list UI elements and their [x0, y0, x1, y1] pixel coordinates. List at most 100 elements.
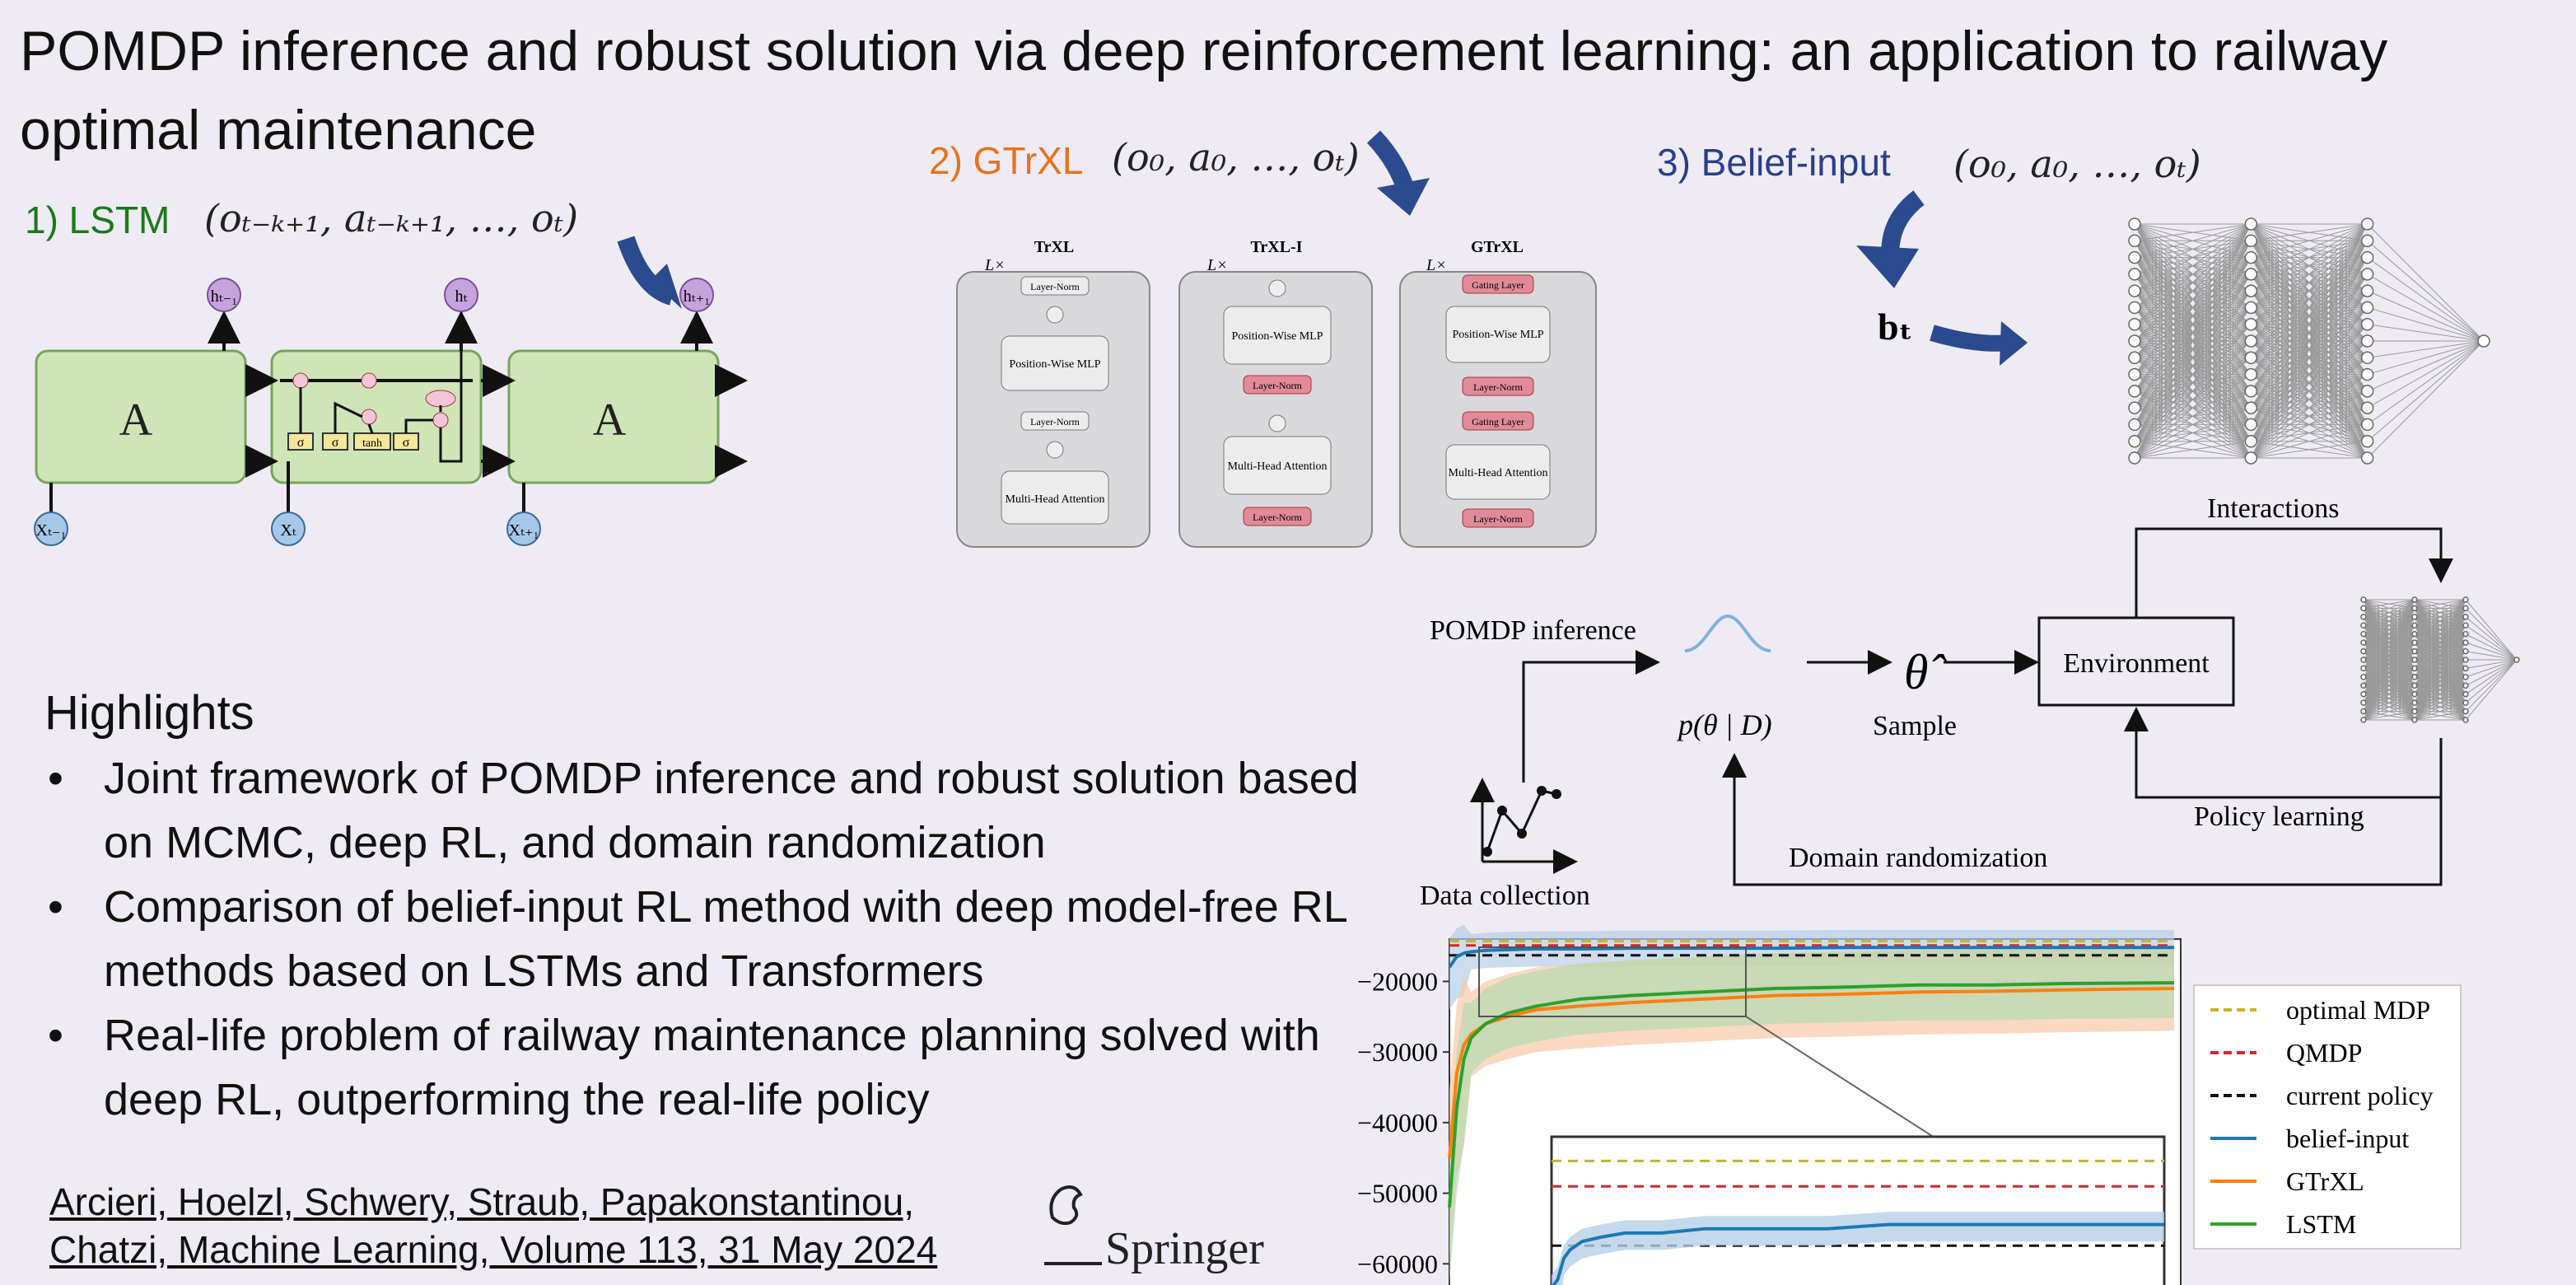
neuron — [2360, 596, 2367, 603]
svg-text:Gating Layer: Gating Layer — [1472, 416, 1524, 428]
series-line — [1448, 946, 2174, 969]
y-tick-label: −40000 — [1357, 1108, 1438, 1138]
neuron — [2462, 708, 2469, 715]
neuron — [2244, 434, 2258, 448]
neuron — [2360, 401, 2374, 414]
lstm-label: 1) LSTM — [25, 199, 170, 241]
neuron — [2360, 605, 2367, 612]
neuron — [2411, 630, 2418, 638]
series-line — [1448, 987, 2175, 1158]
neuron — [2360, 351, 2374, 365]
neuron — [2411, 717, 2418, 723]
svg-text:L×: L× — [1206, 256, 1228, 274]
neuron — [2462, 596, 2469, 603]
neuron — [2411, 699, 2418, 706]
neuron — [2244, 418, 2258, 432]
framework-diagram: POMDP inference p(θ | D) θ̂ Sample Envir… — [1420, 493, 2453, 911]
belief-input-label: 3) Belief-input — [1657, 141, 1891, 184]
neuron — [2360, 699, 2367, 706]
citation-line[interactable]: Chatzi, Machine Learning, Volume 113, 31… — [49, 1228, 938, 1271]
input-node — [506, 512, 541, 546]
neuron — [2128, 317, 2141, 331]
neuron — [2360, 317, 2374, 331]
neuron — [2462, 717, 2469, 723]
neuron — [2360, 622, 2367, 629]
neuron — [2462, 647, 2469, 655]
neuron — [2128, 217, 2141, 231]
neuron — [2411, 682, 2418, 689]
neuron — [2477, 334, 2490, 348]
neuron — [2360, 682, 2367, 689]
neuron — [2360, 250, 2374, 264]
input-node — [34, 512, 68, 546]
gtrxl-input-sequence: (o₀, a₀, …, oₜ) — [1112, 135, 1360, 180]
neuron — [2462, 622, 2469, 629]
svg-text:Position-Wise MLP: Position-Wise MLP — [1231, 330, 1323, 343]
highlights-list: Joint framework of POMDP inference and r… — [44, 746, 1362, 1132]
zoom-inset — [1550, 1135, 2166, 1285]
lstm-cell-right — [507, 349, 720, 484]
policy-network — [2360, 596, 2520, 723]
neuron — [2462, 690, 2469, 698]
neuron — [2360, 708, 2367, 715]
neuron — [2462, 639, 2469, 646]
pomdp-inference-label: POMDP inference — [1430, 615, 1636, 646]
data-collection-label: Data collection — [1420, 881, 1590, 911]
neuron — [2244, 217, 2258, 231]
series-line — [1552, 1222, 2164, 1285]
highlight-item: Joint framework of POMDP inference and r… — [44, 746, 1362, 875]
cell-label-left: A — [119, 395, 153, 446]
neuron — [2411, 605, 2418, 612]
y-tick-label: −50000 — [1357, 1179, 1438, 1208]
neuron — [2411, 674, 2418, 680]
legend-label: LSTM — [2286, 1209, 2356, 1239]
neuron — [2360, 630, 2367, 638]
svg-text:σ: σ — [332, 436, 339, 450]
svg-text:Layer-Norm: Layer-Norm — [1473, 381, 1523, 393]
neuron — [2244, 284, 2258, 297]
svg-text:TrXL: TrXL — [1034, 238, 1075, 256]
confidence-band — [1449, 947, 2174, 1285]
neuron — [2462, 665, 2469, 672]
neuron — [2360, 657, 2367, 663]
svg-text:σ: σ — [403, 436, 410, 450]
y-tick-label: −60000 — [1357, 1249, 1438, 1278]
citation-line[interactable]: Arcieri, Hoelzl, Schwery, Straub, Papako… — [49, 1180, 914, 1223]
svg-text:Position-Wise MLP: Position-Wise MLP — [1452, 329, 1543, 341]
knight-icon — [1044, 1185, 1102, 1265]
posterior-label: p(θ | D) — [1676, 708, 1772, 741]
neuron — [2128, 250, 2141, 264]
posterior-distribution — [1684, 614, 1771, 652]
neuron — [2244, 268, 2258, 281]
svg-text:σ: σ — [297, 436, 305, 450]
hidden-state-node — [207, 278, 241, 312]
neuron — [2244, 234, 2258, 248]
neuron — [2128, 385, 2141, 398]
neuron — [2360, 451, 2374, 465]
y-tick-label: −30000 — [1357, 1037, 1438, 1067]
environment-label: Environment — [2063, 648, 2210, 679]
policy-learning-label: Policy learning — [2194, 801, 2364, 832]
svg-text:Multi-Head Attention: Multi-Head Attention — [1006, 493, 1105, 506]
neuron — [2360, 284, 2374, 297]
neuron — [2411, 622, 2418, 629]
citation[interactable]: Arcieri, Hoelzl, Schwery, Straub, Papako… — [49, 1178, 937, 1273]
svg-text:Layer-Norm: Layer-Norm — [1030, 281, 1080, 292]
neuron — [2411, 596, 2418, 603]
arrow-icon — [1930, 325, 2010, 352]
legend-label: QMDP — [2286, 1038, 2362, 1068]
chart-legend — [2193, 984, 2462, 1250]
cell-label-right: A — [593, 395, 627, 446]
neuron — [2360, 418, 2374, 432]
h-label: hₜ — [455, 287, 468, 306]
neuron — [2411, 690, 2418, 698]
sample-label: Sample — [1873, 711, 1957, 741]
panel-trxl: TrXL L× Layer-Norm Position-Wise MLP Lay… — [956, 238, 1150, 548]
neuron — [2244, 317, 2258, 331]
lstm-input-sequence: (oₜ₋ₖ₊₁, aₜ₋ₖ₊₁, …, oₜ) — [204, 196, 579, 241]
neuron — [2411, 657, 2418, 663]
svg-text:Gating Layer: Gating Layer — [1472, 279, 1524, 291]
panel-trxl-i: TrXL-I L× Position-Wise MLP Layer-Norm M… — [1178, 238, 1373, 548]
lstm-diagram: A A σ σ tanh σ hₜ₋₁ hₜ — [34, 278, 748, 546]
